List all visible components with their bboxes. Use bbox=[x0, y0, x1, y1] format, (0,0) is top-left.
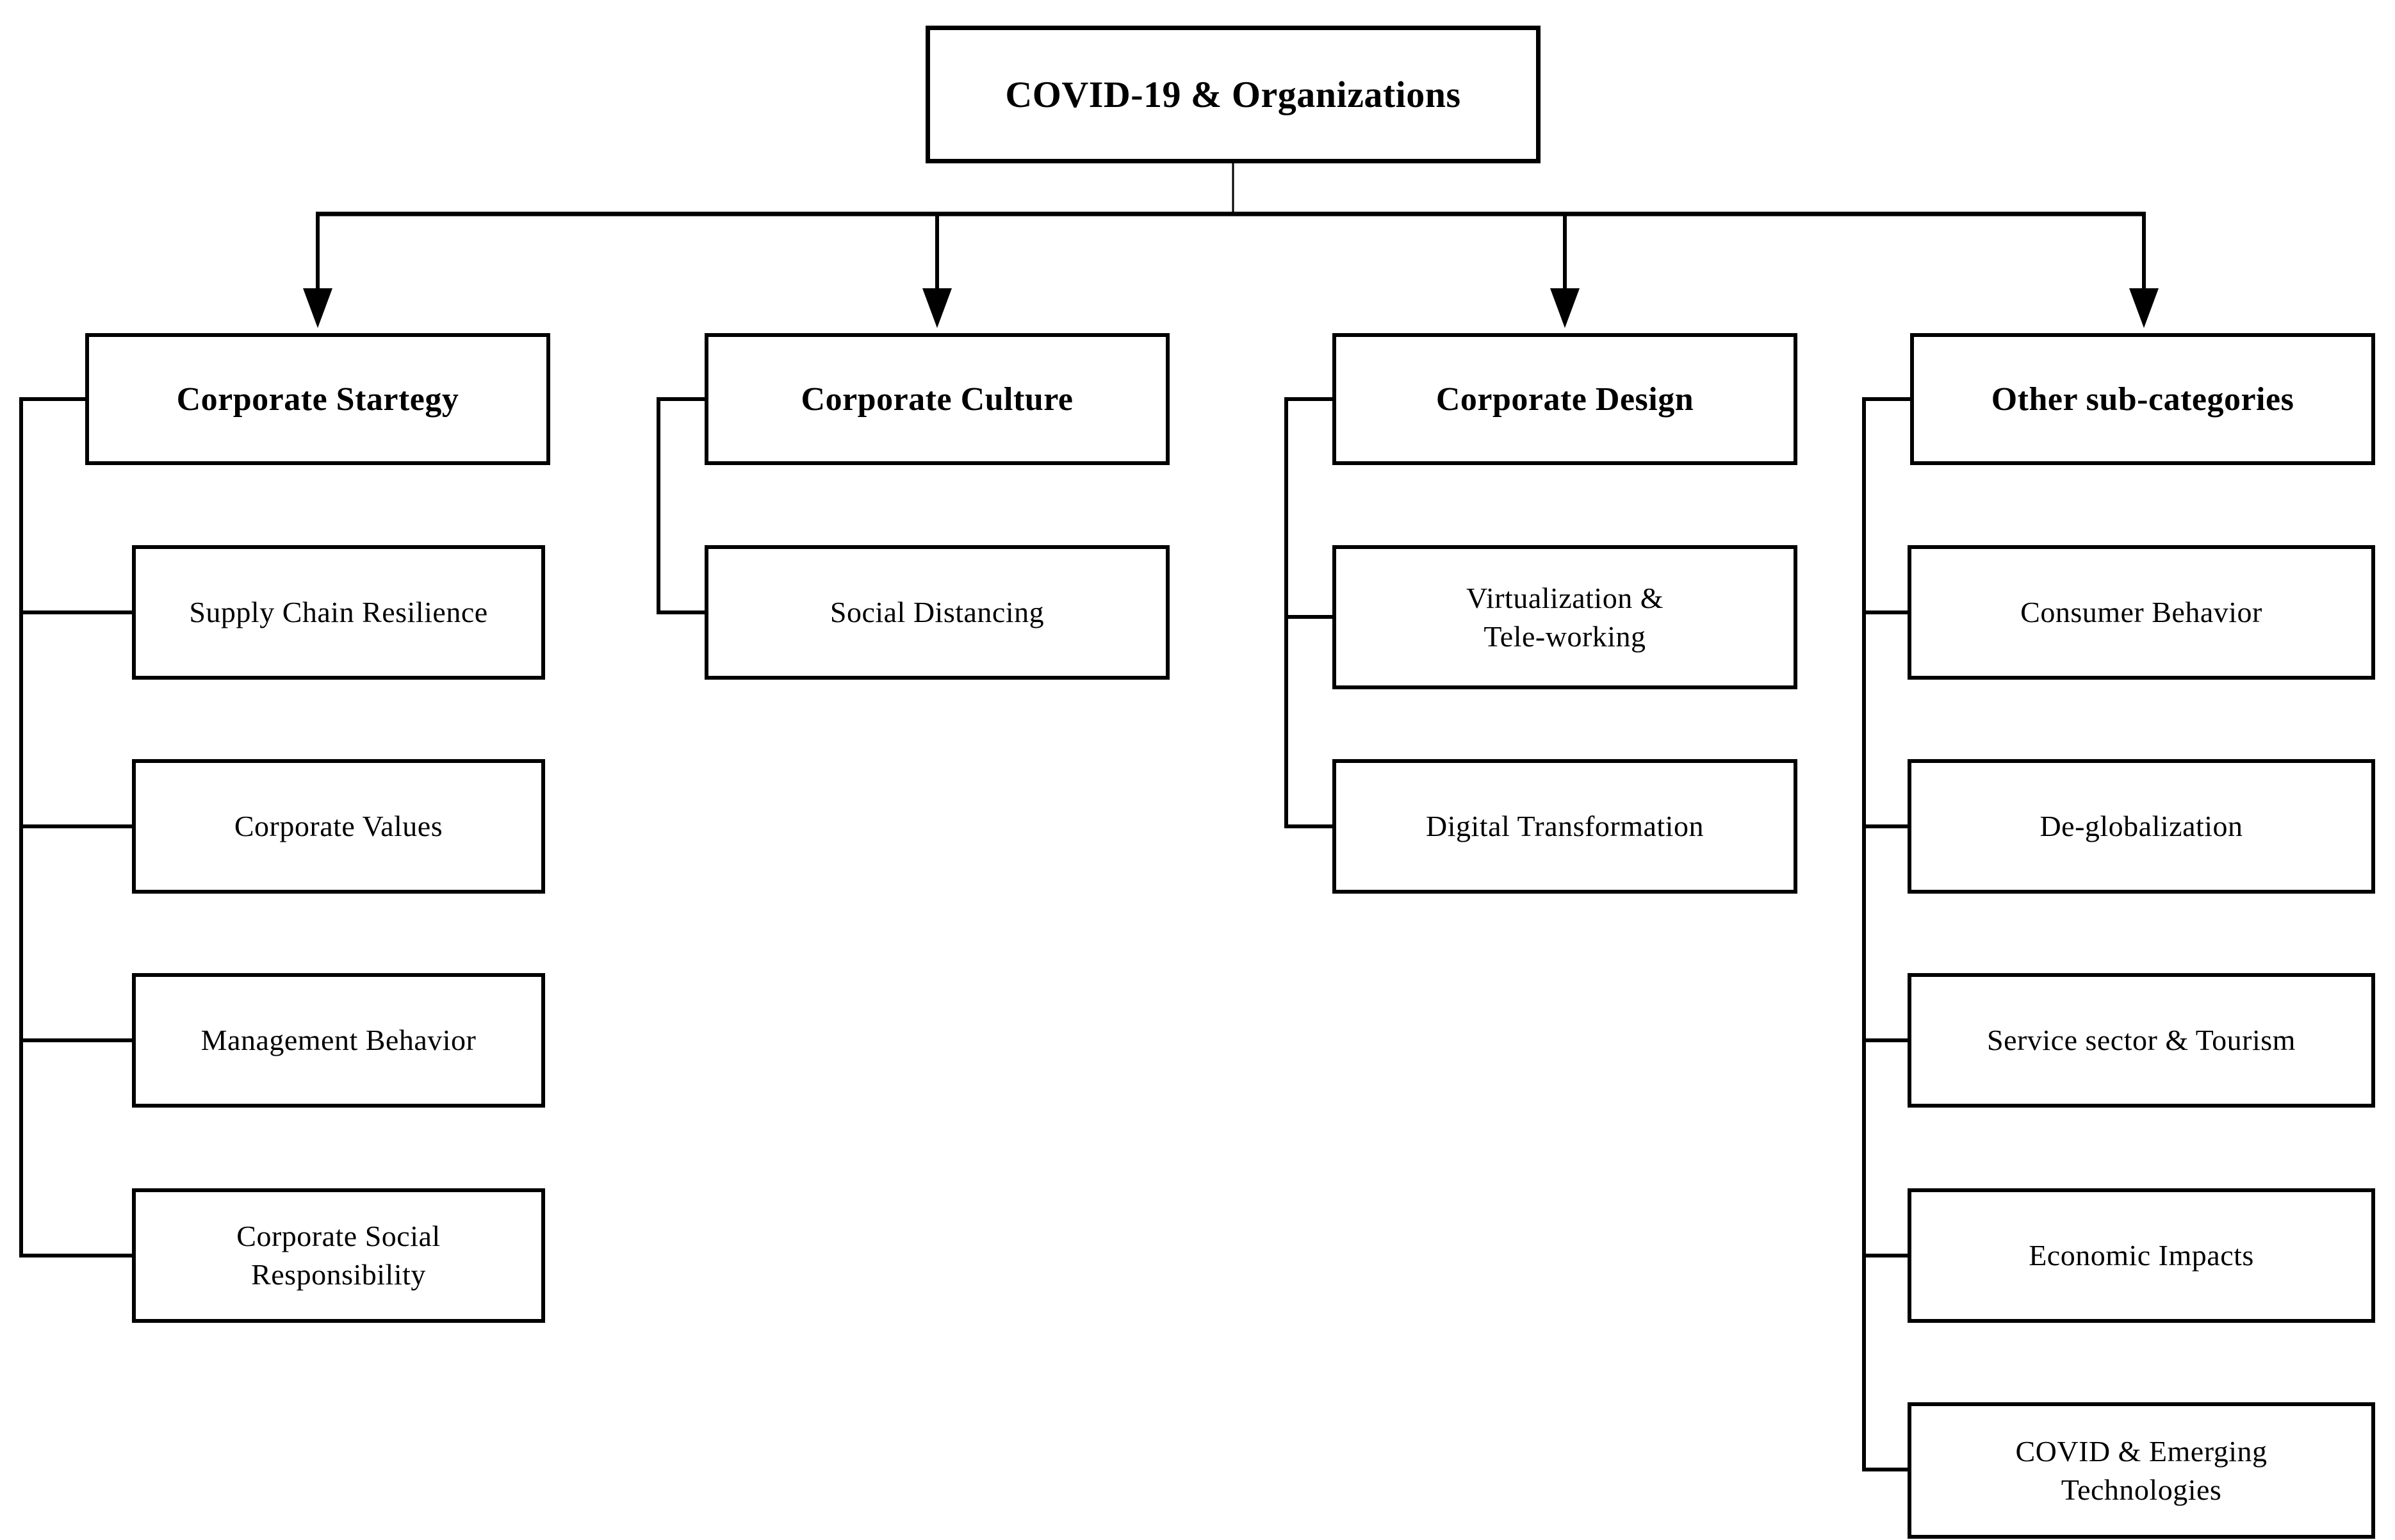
node-social-distancing: Social Distancing bbox=[705, 545, 1170, 680]
arrow-down-icon bbox=[2129, 288, 2159, 328]
node-corporate-values: Corporate Values bbox=[132, 759, 545, 894]
node-management-behavior: Management Behavior bbox=[132, 973, 545, 1108]
arrow-down-icon bbox=[922, 288, 952, 328]
node-corporate-culture: Corporate Culture bbox=[705, 333, 1170, 465]
node-covid-and-emerging-technologies: COVID & Emerging Technologies bbox=[1908, 1402, 2375, 1539]
node-corporate-social-responsibility: Corporate Social Responsibility bbox=[132, 1188, 545, 1323]
node-covid-19-and-organizations: COVID-19 & Organizations bbox=[926, 26, 1541, 163]
node-digital-transformation: Digital Transformation bbox=[1332, 759, 1797, 894]
node-other-sub-categories: Other sub-categories bbox=[1910, 333, 2375, 465]
node-economic-impacts: Economic Impacts bbox=[1908, 1188, 2375, 1323]
node-corporate-strategy: Corporate Startegy bbox=[85, 333, 550, 465]
node-consumer-behavior: Consumer Behavior bbox=[1908, 545, 2375, 680]
node-service-sector-and-tourism: Service sector & Tourism bbox=[1908, 973, 2375, 1108]
column-4-trunk bbox=[1862, 397, 1912, 1471]
node-de-globalization: De-globalization bbox=[1908, 759, 2375, 894]
column-2-trunk bbox=[657, 397, 707, 614]
column-1-trunk bbox=[19, 397, 134, 1257]
column-3-trunk bbox=[1284, 397, 1334, 828]
node-corporate-design: Corporate Design bbox=[1332, 333, 1797, 465]
branch-arrows bbox=[316, 214, 2146, 291]
node-supply-chain-resilience: Supply Chain Resilience bbox=[132, 545, 545, 680]
arrow-down-icon bbox=[303, 288, 332, 328]
node-virtualization-and-tele-working: Virtualization & Tele-working bbox=[1332, 545, 1797, 689]
arrow-down-icon bbox=[1550, 288, 1580, 328]
